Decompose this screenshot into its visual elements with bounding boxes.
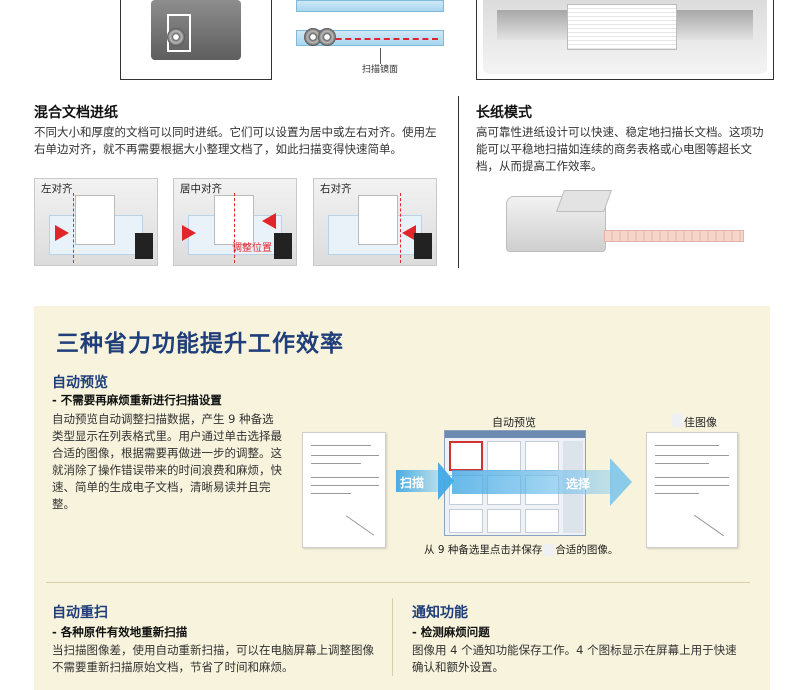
document-line bbox=[655, 477, 729, 478]
top-right-scanner-photo bbox=[476, 0, 774, 80]
device-badge bbox=[274, 233, 292, 259]
red-arrow-icon bbox=[55, 225, 69, 241]
adjust-position-note: 调整位置 bbox=[232, 243, 272, 254]
select-arrow-icon bbox=[452, 470, 612, 494]
preview-caption: 从 9 种备选里点击并保存合适的图像。 bbox=[424, 542, 618, 557]
best-image-thumbnail bbox=[646, 432, 738, 548]
right-align-thumbnail: 右对齐 bbox=[313, 178, 437, 266]
center-align-thumbnail: 居中对齐 调整位置 bbox=[173, 178, 297, 266]
document-line bbox=[655, 455, 729, 456]
thumb-label: 左对齐 bbox=[41, 183, 73, 195]
notify-heading: 通知功能 bbox=[412, 605, 468, 621]
notify-body: 图像用 4 个通知功能保存工作。4 个图标显示在屏幕上用于快速确认和额外设置。 bbox=[412, 643, 737, 674]
roller-icon bbox=[304, 28, 322, 46]
red-arrow-icon bbox=[182, 225, 196, 241]
scan-arrow-label: 扫描 bbox=[400, 476, 425, 490]
caption-highlight bbox=[543, 544, 555, 556]
scan-glass-panel bbox=[296, 0, 444, 12]
label-highlight bbox=[672, 414, 683, 427]
document-line bbox=[311, 477, 379, 478]
paper-stack-graphic bbox=[567, 4, 677, 50]
band-divider bbox=[46, 582, 750, 583]
caption-part-b: 合适的图像。 bbox=[555, 544, 619, 556]
notify-subheading: - 检测麻烦问题 bbox=[412, 625, 490, 639]
scan-line bbox=[326, 38, 438, 40]
document-line bbox=[311, 445, 371, 446]
document-line bbox=[693, 514, 725, 537]
scanner-cutaway-graphic bbox=[151, 0, 241, 60]
preview-cell bbox=[525, 509, 559, 533]
auto-rescan-heading: 自动重扫 bbox=[52, 605, 108, 621]
thumb-label: 居中对齐 bbox=[180, 183, 222, 195]
document-line bbox=[655, 485, 729, 486]
auto-rescan-body: 当扫描图像差，使用自动重新扫描，可以在电脑屏幕上调整图像不需要重新扫描原始文档，… bbox=[52, 643, 374, 674]
document-line bbox=[311, 485, 379, 486]
window-titlebar bbox=[445, 431, 585, 438]
roller-icon bbox=[318, 28, 336, 46]
best-image-label: 佳图像 bbox=[684, 416, 717, 429]
long-paper-scanner-photo bbox=[500, 182, 760, 264]
device-badge bbox=[414, 233, 432, 259]
scan-arrow-head bbox=[438, 462, 454, 500]
caption-part-a: 从 9 种备选里点击并保存 bbox=[424, 544, 543, 556]
column-divider bbox=[458, 96, 459, 268]
document-line bbox=[311, 493, 351, 494]
document-line bbox=[655, 445, 719, 446]
preview-cell bbox=[487, 441, 521, 471]
thumb-label: 右对齐 bbox=[320, 183, 352, 195]
auto-preview-body: 自动预览自动调整扫描数据，产生 9 种备选类型显示在列表格式里。用户通过单击选择… bbox=[52, 412, 282, 511]
document-sheet bbox=[358, 195, 398, 245]
alignment-line bbox=[73, 193, 74, 263]
document-line bbox=[655, 463, 709, 464]
red-arrow-icon bbox=[402, 225, 416, 241]
scan-arrow-icon bbox=[396, 470, 438, 492]
document-line bbox=[345, 515, 375, 536]
scan-mirror-pointer bbox=[380, 48, 381, 64]
output-tray-graphic bbox=[555, 190, 613, 212]
left-align-thumbnail: 左对齐 bbox=[34, 178, 158, 266]
top-left-illustration-frame bbox=[120, 0, 272, 80]
long-paper-title: 长纸模式 bbox=[476, 105, 532, 121]
auto-preview-label: 自动预览 bbox=[492, 416, 536, 429]
auto-preview-subheading: - 不需要再麻烦重新进行扫描设置 bbox=[52, 393, 222, 407]
roller-graphic bbox=[167, 28, 185, 46]
mixed-feed-title: 混合文档进纸 bbox=[34, 105, 118, 121]
long-paper-strip bbox=[604, 230, 744, 242]
document-line bbox=[311, 463, 361, 464]
scan-path-illustration: 扫描镜面 bbox=[280, 0, 452, 80]
auto-rescan-subheading: - 各种原件有效地重新扫描 bbox=[52, 625, 188, 639]
band-column-divider bbox=[392, 598, 393, 676]
scan-mirror-label: 扫描镜面 bbox=[362, 65, 399, 75]
preview-cell bbox=[449, 509, 483, 533]
preview-cell bbox=[487, 509, 521, 533]
long-paper-body: 高可靠性进纸设计可以快速、稳定地扫描长文档。这项功能可以平稳地扫描如连续的商务表… bbox=[476, 125, 764, 173]
document-sheet bbox=[75, 195, 115, 245]
center-line bbox=[234, 193, 235, 263]
document-line bbox=[655, 493, 699, 494]
preview-cell bbox=[449, 441, 483, 471]
alignment-line bbox=[400, 193, 401, 263]
preview-cell bbox=[525, 441, 559, 471]
red-arrow-icon bbox=[262, 213, 276, 229]
device-badge bbox=[135, 233, 153, 259]
select-arrow-label: 选择 bbox=[566, 477, 591, 491]
scanned-document-thumbnail bbox=[302, 432, 386, 548]
auto-preview-heading: 自动预览 bbox=[52, 375, 108, 391]
mixed-feed-body: 不同大小和厚度的文档可以同时进纸。它们可以设置为居中或左右对齐。使用左右单边对齐… bbox=[34, 125, 437, 156]
document-line bbox=[311, 455, 379, 456]
band-title: 三种省力功能提升工作效率 bbox=[56, 331, 344, 357]
select-arrow-head bbox=[610, 458, 632, 506]
